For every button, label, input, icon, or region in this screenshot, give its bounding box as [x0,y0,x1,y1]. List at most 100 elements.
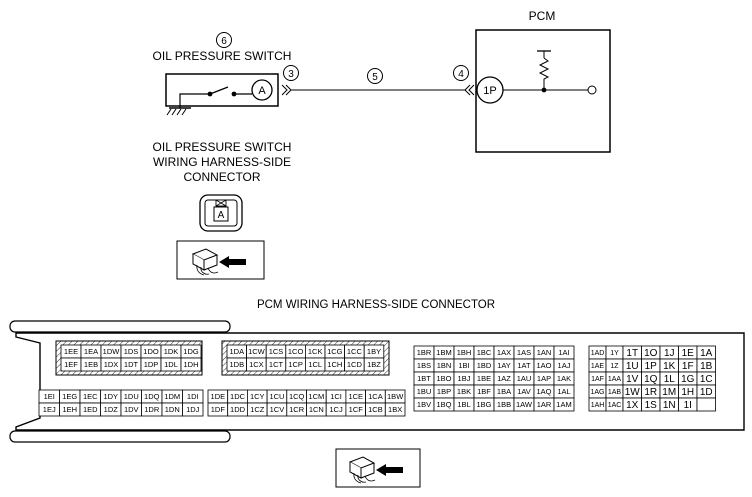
switch-connector-terminal-a: A [218,210,225,221]
pin-label: 1U [626,361,639,372]
pin-label: 1DX [104,360,119,369]
pin-label: 1CG [327,347,343,356]
pin-label: 1BX [388,405,402,414]
pin-label: 1BM [436,348,451,357]
pin-label: 1AD [591,350,605,357]
pin-label: 1BH [457,348,472,357]
pin-label: 1AP [537,374,551,383]
pin-label: 1AX [497,348,511,357]
pin-label: 1BU [417,387,432,396]
block2-upper-cavity [363,357,385,372]
switch-lead-wire [179,93,208,108]
pin-label: 1BR [417,348,432,357]
probe-connector-icon [191,248,219,276]
callout-circle-3 [283,65,299,81]
pin-label: 1AZ [497,374,511,383]
pin-label: 1AC [608,402,622,409]
switch-contact-icon [207,86,252,97]
pin-label: 1E [682,348,695,359]
pcm-connector-chevron-icon [464,84,475,96]
pin-label: 1AI [558,348,569,357]
pin-label: 1CA [368,392,383,401]
pin-label: 1BT [417,374,431,383]
probe-arrow-icon [219,256,246,268]
pin-label: 1CT [269,360,284,369]
switch-label: OIL PRESSURE SWITCH [153,49,292,63]
pin-label: 1BF [477,387,491,396]
pin-label: 1Z [610,363,619,370]
pin-label: 1BK [457,387,471,396]
pin-label: 1BV [417,400,431,409]
pin-label: 1C [700,374,713,385]
pin-label: 1AT [517,361,531,370]
pin-label: 1CO [288,347,304,356]
pin-label: 1CS [269,347,284,356]
pin-label: 1B [700,361,713,372]
pin-label: 1DP [144,360,159,369]
pin-label: 1AH [591,402,605,409]
pin-label: 1BB [497,400,511,409]
pin-label: 1EH [62,405,77,414]
terminal-a-circle [251,79,273,101]
pin-label: 1F [682,361,694,372]
pin-label: 1CV [270,405,285,414]
pin-label: 1P [645,361,658,372]
switch-connector-title-3: CONNECTOR [183,170,260,184]
switch-connector-title-2: WIRING HARNESS-SIDE [153,155,291,169]
pin-label: 1DW [103,347,121,356]
pin-label: 1A [700,348,713,359]
pin-label: 1EI [44,392,55,401]
pin-label: 1DJ [186,405,200,414]
pin-label: 1BC [477,348,492,357]
pin-label: 1DZ [104,405,119,414]
pin-label: 1G [681,374,695,385]
pin-label: 1AN [537,348,552,357]
pin-label: 1Y [610,350,619,357]
pcm-probe-illustration [335,448,421,488]
pcm-connector-bottom-rail [9,430,231,443]
pin-label: 1DT [124,360,139,369]
pin-label: 1EA [84,347,98,356]
pin-label: 1DG [183,347,199,356]
pin-label: 1BZ [367,360,381,369]
pin-label: 1R [644,387,657,398]
pin-label: 1CU [269,392,284,401]
callout-4: 4 [458,69,464,80]
pin-label: 1BE [477,374,491,383]
connector-chevron-icon [281,84,292,96]
pin-label: 1ED [83,405,98,414]
pin-label: 1BO [436,374,451,383]
pin-label: 1O [644,348,658,359]
pin-label: 1DB [230,360,245,369]
pin-label: 1CE [348,392,363,401]
pin-label: 1CJ [329,405,343,414]
pin-label: 1BP [437,387,451,396]
pin-label: 1CH [327,360,342,369]
callout-6: 6 [221,36,227,47]
pin-label: 1D [700,387,713,398]
pin-label: 1CR [289,405,305,414]
pin-label: 1AB [608,389,622,396]
switch-connector-cavity [213,206,229,222]
pin-label: 1V [626,374,639,385]
pin-label: 1BN [437,361,452,370]
pin-label: 1AO [536,361,551,370]
pin-label: 1I [684,400,692,411]
pin-label: 1AJ [558,361,571,370]
pin-label: 1DV [124,405,139,414]
callout-5: 5 [372,72,378,83]
pin-label: 1DF [211,405,226,414]
pin-label: 1BI [458,361,469,370]
pin-label: 1DQ [144,392,160,401]
pin-label: 1S [645,400,658,411]
pin-label: 1AE [591,363,605,370]
pin-label: 1X [626,400,639,411]
pin-label: 1AM [556,400,571,409]
block4-cavity [696,397,716,412]
pin-label: 1N [663,400,676,411]
pin-label: 1BQ [436,400,451,409]
pcm-probe-arrow-icon [376,464,403,476]
pin-label: 1DC [230,392,246,401]
